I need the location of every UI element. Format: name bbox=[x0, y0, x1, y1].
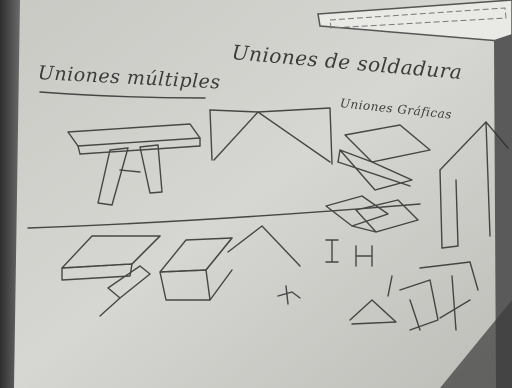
bottom-right-sketches bbox=[349, 261, 479, 331]
weld-symbols bbox=[325, 239, 373, 267]
butt-joint-sketch bbox=[325, 195, 419, 233]
left-label-underline bbox=[39, 91, 206, 99]
roof-triangle-sketch bbox=[209, 107, 333, 165]
corner-joint-sketch bbox=[439, 121, 509, 249]
flange-joint-sketch bbox=[159, 237, 233, 301]
top-tray bbox=[317, 0, 512, 43]
bottom-corner-shadow bbox=[440, 300, 512, 388]
edge-joint-sketch bbox=[61, 235, 161, 317]
top-tray-detail bbox=[329, 7, 507, 29]
lap-joint-sketch bbox=[337, 124, 431, 191]
t-joint-sketch bbox=[67, 123, 201, 206]
left-frame-edge bbox=[0, 0, 20, 388]
right-frame-edge bbox=[494, 34, 512, 388]
v-groove-sketch bbox=[227, 225, 301, 267]
small-symbol-sketch bbox=[277, 285, 301, 305]
